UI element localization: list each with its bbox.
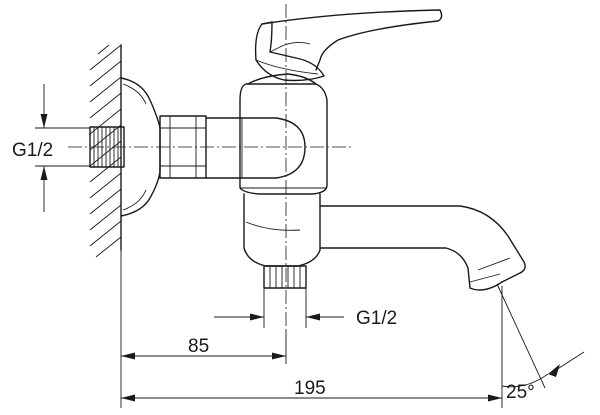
dim-angle: 25°	[496, 283, 585, 403]
dim-outlet-thread: G1/2	[214, 288, 397, 329]
dim-85: 85	[120, 250, 287, 408]
spout	[319, 205, 526, 291]
dim-195-label: 195	[294, 378, 326, 399]
center-lines	[68, 4, 352, 330]
outlet-thread	[263, 265, 307, 289]
wall-hatching	[89, 44, 122, 258]
spout-angle-label: 25°	[506, 382, 535, 403]
outlet-thread-label: G1/2	[356, 308, 397, 329]
body-arm	[205, 117, 306, 179]
inlet-thread-label: G1/2	[12, 140, 53, 161]
dim-85-label: 85	[188, 336, 209, 357]
dim-195: 195	[121, 286, 503, 408]
wall	[89, 44, 122, 258]
dim-inlet-thread: G1/2	[12, 84, 90, 212]
lower-body	[243, 193, 321, 267]
lever-handle	[254, 9, 443, 82]
